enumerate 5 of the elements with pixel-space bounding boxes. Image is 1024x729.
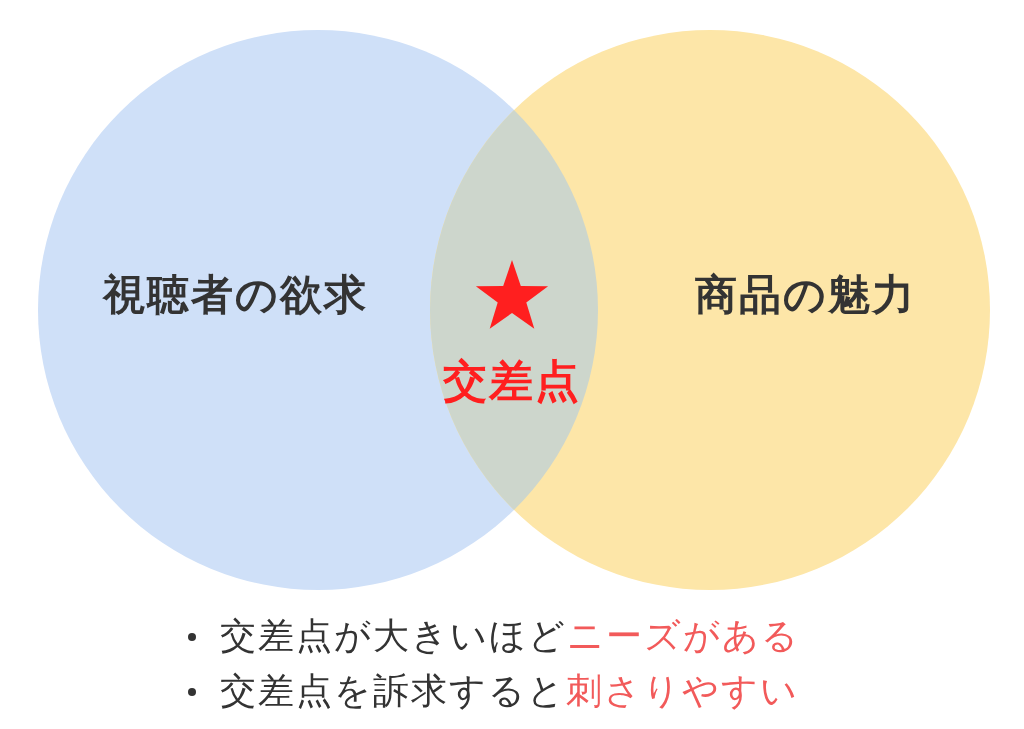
bullet-point: 交差点を訴求すると刺さりやすい xyxy=(176,667,799,716)
bullet-point: 交差点が大きいほどニーズがある xyxy=(176,612,800,661)
intersection-label: 交差点 xyxy=(443,353,581,408)
circle-label: 視聴者の欲求 xyxy=(102,267,368,323)
circle-label: 商品の魅力 xyxy=(694,267,916,323)
